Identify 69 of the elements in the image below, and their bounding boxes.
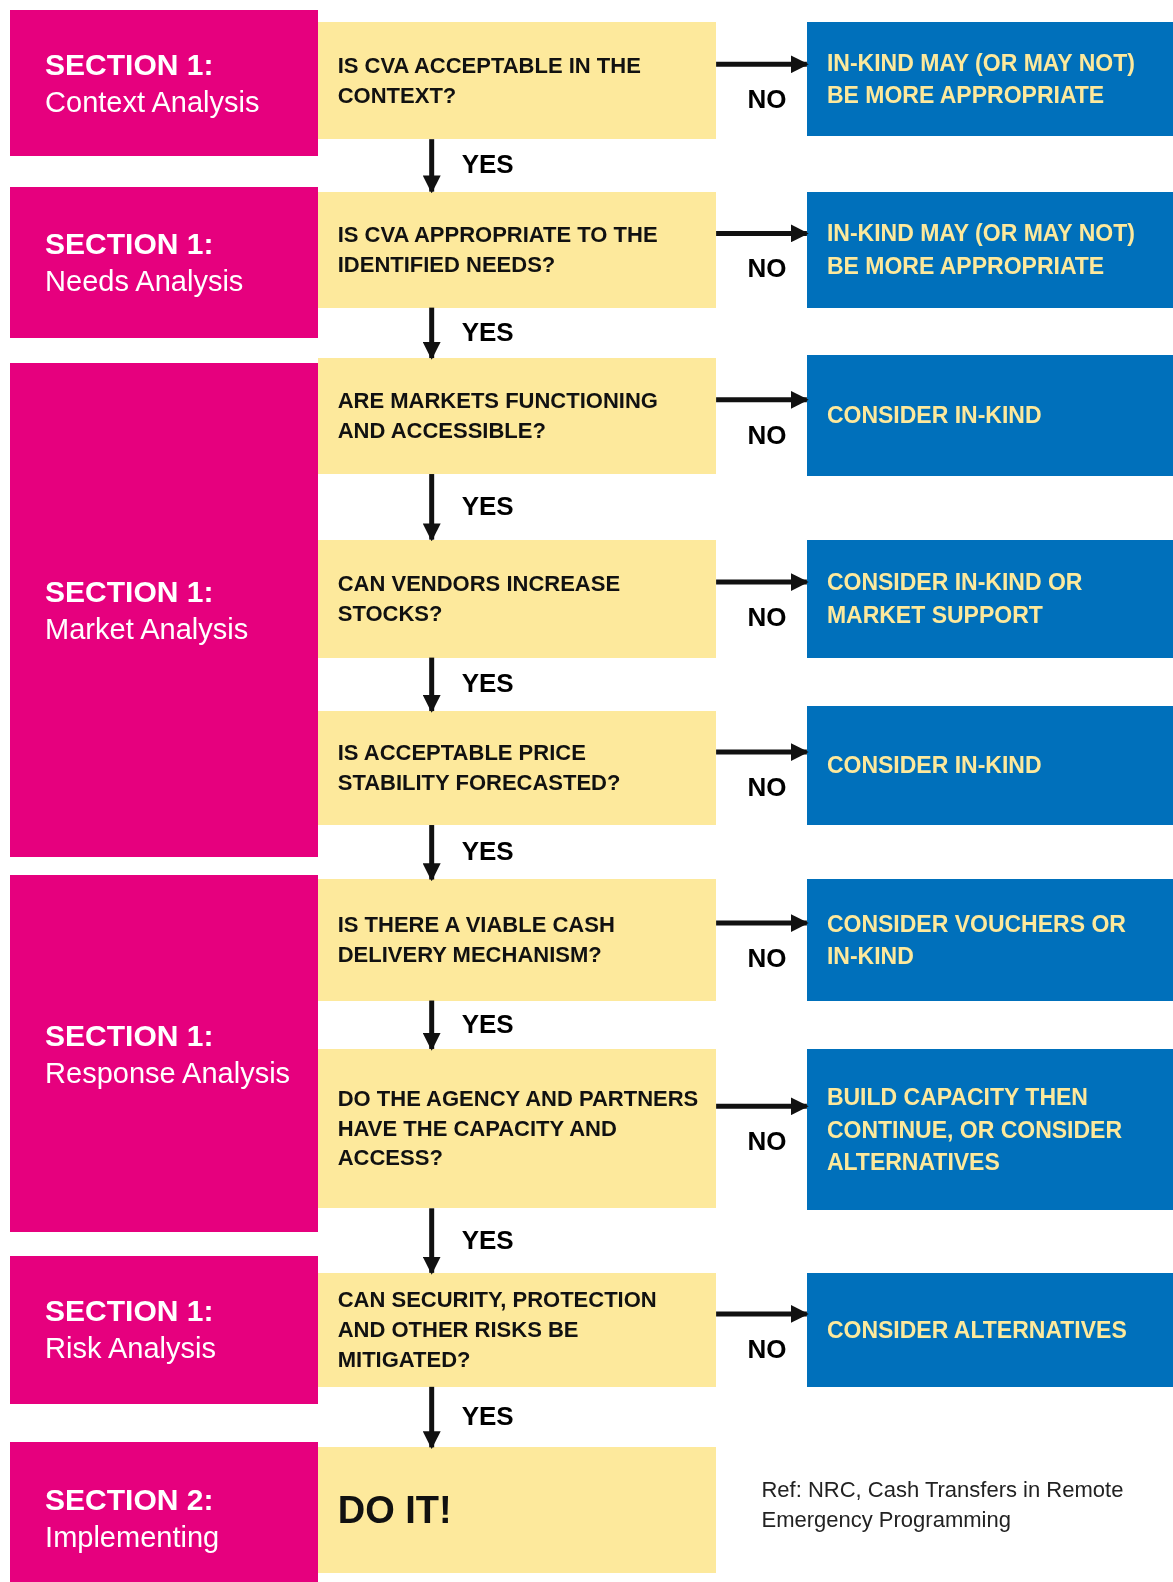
section-heading: SECTION 1: — [45, 1293, 215, 1330]
section-band — [10, 1442, 318, 1582]
section-band — [10, 1255, 318, 1404]
outcome-text: IN-KIND MAY (OR MAY NOT) BE MORE APPROPRIATE — [826, 49, 1136, 111]
section-name: Response Analysis — [45, 1055, 292, 1091]
section-band — [10, 875, 318, 1233]
outcome-text: IN-KIND MAY (OR MAY NOT) BE MORE APPROPRIATE — [826, 219, 1136, 281]
outcome-text: CONSIDER VOUCHERS OR IN-KIND — [826, 909, 1127, 971]
question-box — [317, 539, 717, 658]
outcome-box — [806, 22, 1173, 137]
arrow — [716, 743, 809, 762]
arrow — [422, 474, 441, 542]
outcome-box — [806, 191, 1173, 308]
question-box — [317, 358, 717, 475]
arrow — [716, 573, 809, 592]
question-box — [317, 1272, 717, 1387]
outcome-text: CONSIDER ALTERNATIVES — [826, 1315, 1128, 1345]
reference-note: Ref: NRC, Cash Transfers in Remote Emergency Programming — [761, 1475, 1125, 1535]
outcome-text: CONSIDER IN-KIND OR MARKET SUPPORT — [826, 568, 1084, 630]
question-text: CAN VENDORS INCREASE STOCKS? — [337, 569, 622, 628]
question-text: IS ACCEPTABLE PRICE STABILITY FORECASTED? — [337, 739, 622, 798]
section-heading: SECTION 2: — [45, 1481, 215, 1518]
section-name: Risk Analysis — [45, 1331, 217, 1367]
outcome-box — [806, 706, 1173, 825]
arrow — [422, 307, 441, 360]
arrow — [422, 1208, 441, 1275]
arrow — [422, 1386, 441, 1450]
arrow — [422, 657, 441, 713]
question-text: DO THE AGENCY AND PARTNERS HAVE THE CAPACITY AND ACCESS? — [337, 1085, 700, 1173]
question-text: ARE MARKETS FUNCTIONING AND ACCESSIBLE? — [337, 387, 659, 446]
action-box — [317, 1447, 717, 1574]
section-band — [10, 186, 318, 338]
question-box — [317, 879, 717, 1001]
question-box — [317, 711, 717, 826]
question-text: IS CVA APPROPRIATE TO THE IDENTIFIED NEEDS? — [337, 220, 659, 279]
arrow — [422, 1000, 441, 1051]
question-text: IS THERE A VIABLE CASH DELIVERY MECHANISM? — [337, 911, 616, 969]
question-text: CAN SECURITY, PROTECTION AND OTHER RISKS BE MITIGATED? — [337, 1286, 658, 1374]
arrow — [716, 390, 809, 409]
outcome-text: CONSIDER IN-KIND — [826, 401, 1043, 431]
section-heading: SECTION 1: — [45, 46, 215, 83]
section-heading: SECTION 1: — [45, 225, 215, 262]
question-box — [317, 22, 717, 140]
section-name: Needs Analysis — [45, 263, 245, 299]
outcome-box — [806, 879, 1173, 1001]
outcome-box — [806, 355, 1173, 477]
section-band — [10, 363, 318, 858]
arrow — [716, 914, 809, 933]
arrow — [716, 1304, 809, 1323]
question-box — [317, 1048, 717, 1209]
outcome-text: BUILD CAPACITY THEN CONTINUE, OR CONSIDER ALTERNATIVES — [826, 1083, 1124, 1177]
outcome-box — [806, 1272, 1173, 1387]
arrow — [422, 139, 441, 194]
arrow — [716, 224, 809, 243]
arrow — [716, 55, 809, 74]
arrow — [422, 825, 441, 882]
outcome-box — [806, 539, 1173, 658]
arrow — [716, 1097, 809, 1116]
section-band — [10, 10, 318, 157]
section-name: Context Analysis — [45, 84, 261, 120]
section-heading: SECTION 1: — [45, 573, 215, 610]
question-text: IS CVA ACCEPTABLE IN THE CONTEXT? — [337, 52, 642, 110]
outcome-box — [806, 1048, 1173, 1211]
question-box — [317, 191, 717, 308]
section-name: Implementing — [45, 1519, 221, 1555]
section-heading: SECTION 1: — [45, 1017, 215, 1054]
section-name: Market Analysis — [45, 611, 250, 647]
outcome-text: CONSIDER IN-KIND — [826, 751, 1043, 781]
question-text: DO IT! — [337, 1487, 453, 1533]
